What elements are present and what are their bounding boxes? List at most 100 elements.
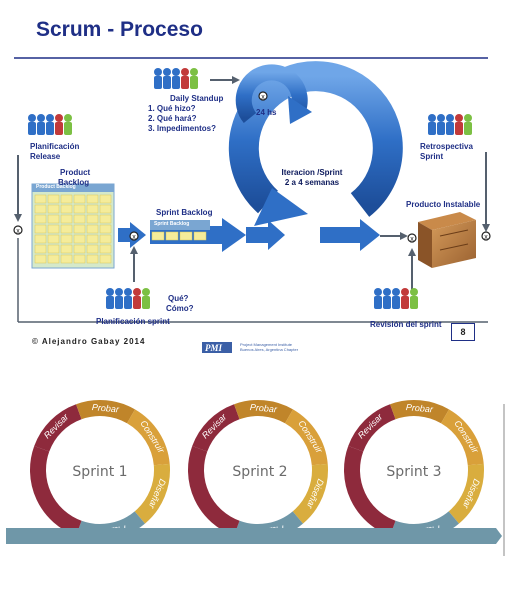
sprint-backlog-header: Sprint Backlog (154, 221, 190, 227)
backlog-sticky (34, 234, 47, 244)
backlog-stickies (34, 194, 207, 264)
backlog-sticky (47, 254, 60, 264)
cycle-segment (344, 446, 396, 536)
cycle-segment (234, 400, 293, 424)
cycle-segment (188, 446, 240, 536)
flow-arrow-3-head (268, 220, 285, 250)
backlog-sticky (86, 254, 99, 264)
people-group (28, 114, 72, 135)
sprint-backlog-label: Sprint Backlog (156, 208, 213, 217)
backlog-sticky (86, 234, 99, 244)
backlog-sticky (47, 194, 60, 204)
daily-standup-label: Daily Standup (170, 94, 224, 103)
question-1: 1. Qué hizo? (148, 104, 196, 113)
svg-text:x: x (261, 94, 265, 101)
release-label: Release (30, 152, 61, 161)
sprint-3-label: Sprint 3 (386, 464, 442, 480)
sprint-2-label: Sprint 2 (232, 464, 288, 480)
svg-text:x: x (484, 234, 488, 241)
backlog-sticky (34, 214, 47, 224)
pmi-subtitle-1: Project Management Institute (240, 342, 293, 347)
pmi-logo (202, 342, 232, 353)
cycle-segment (126, 409, 170, 466)
backlog-sticky (60, 194, 73, 204)
cycle-segment (348, 404, 396, 452)
backlog-sticky (34, 204, 47, 214)
backlog-sticky (86, 214, 99, 224)
backlog-sticky (47, 234, 60, 244)
people-group (106, 288, 150, 309)
what-label: Qué? (168, 294, 189, 303)
page-number: 8 (451, 323, 475, 341)
people-groups (28, 68, 472, 309)
pmi-subtitle-2: Buenos Aires, Argentina Chapter (240, 347, 299, 352)
backlog-sticky (99, 214, 112, 224)
slide-title: Scrum - Proceso (36, 18, 203, 41)
iteration-duration-label: 2 a 4 semanas (284, 178, 340, 187)
cycle-segment (390, 400, 449, 424)
flow-arrow-2-head (222, 218, 246, 252)
sprint-review-label: Revisión del sprint (370, 320, 442, 329)
marker-release: x (13, 225, 23, 235)
people-group (154, 68, 198, 89)
backlog-sticky (86, 204, 99, 214)
sprint-planning-label: Planificación sprint (96, 317, 170, 326)
flow-arrow-4-shaft (320, 227, 360, 243)
backlog-sticky (99, 194, 112, 204)
cycle-step-label: Probar (406, 402, 435, 414)
cycle-segment (292, 463, 328, 524)
cycle-step-label: Probar (250, 402, 279, 414)
backlog-sticky (60, 244, 73, 254)
backlog-sticky (73, 204, 86, 214)
pmi-logo-text: PMI (205, 343, 223, 353)
backlog-sticky (47, 204, 60, 214)
people-group (428, 114, 472, 135)
cycle-segment (34, 404, 82, 452)
backlog-sticky (60, 234, 73, 244)
backlog-sticky (34, 224, 47, 234)
daily-loop-arrowhead (288, 96, 312, 124)
backlog-sticky (34, 194, 47, 204)
question-3: 3. Impedimentos? (148, 124, 217, 133)
iteration-label: Iteracion /Sprint (281, 168, 343, 177)
product-crate (418, 212, 476, 268)
backlog-sticky (99, 244, 112, 254)
cycle-track-bar (6, 528, 502, 544)
sprint-backlog-sticky (193, 231, 207, 241)
cycle-segment (76, 400, 135, 424)
backlog-sticky (60, 204, 73, 214)
product-backlog-header: Product Backlog (36, 184, 76, 190)
cycle-segment (448, 463, 484, 524)
sprint-backlog-sticky (165, 231, 179, 241)
question-2: 2. Qué hará? (148, 114, 197, 123)
backlog-sticky (60, 254, 73, 264)
product-backlog-label-1: Product (60, 168, 91, 177)
backlog-sticky (99, 204, 112, 214)
sprint-backlog-board (150, 220, 210, 230)
cycle-segment (30, 446, 82, 536)
backlog-sticky (73, 194, 86, 204)
release-planning-label: Planificación (30, 142, 80, 151)
sprint-cycle-arrowhead (254, 188, 308, 226)
copyright: © Alejandro Gabay 2014 (32, 337, 146, 346)
sprint-backlog-sticky (151, 231, 165, 241)
backlog-sticky (73, 214, 86, 224)
backlog-sticky (60, 224, 73, 234)
marker-planning: x (129, 231, 139, 241)
product-ready-label: Producto Instalable (406, 200, 481, 209)
sprint-cycle-arrow (228, 61, 403, 217)
product-backlog-label-2: Backlog (58, 178, 90, 187)
svg-text:x: x (410, 236, 414, 243)
flow-arrow-4-head (360, 219, 380, 251)
backlog-sticky (73, 254, 86, 264)
backlog-sticky (34, 244, 47, 254)
people-group (374, 288, 418, 309)
hours-label: 24 hs (256, 108, 277, 117)
sprint-1-label: Sprint 1 (72, 464, 128, 480)
cycle-step-label: Probar (92, 402, 121, 414)
svg-text:x: x (132, 234, 136, 241)
flow-arrow-3-shaft (246, 227, 268, 243)
backlog-sticky (86, 224, 99, 234)
cycle-segment (134, 463, 170, 524)
